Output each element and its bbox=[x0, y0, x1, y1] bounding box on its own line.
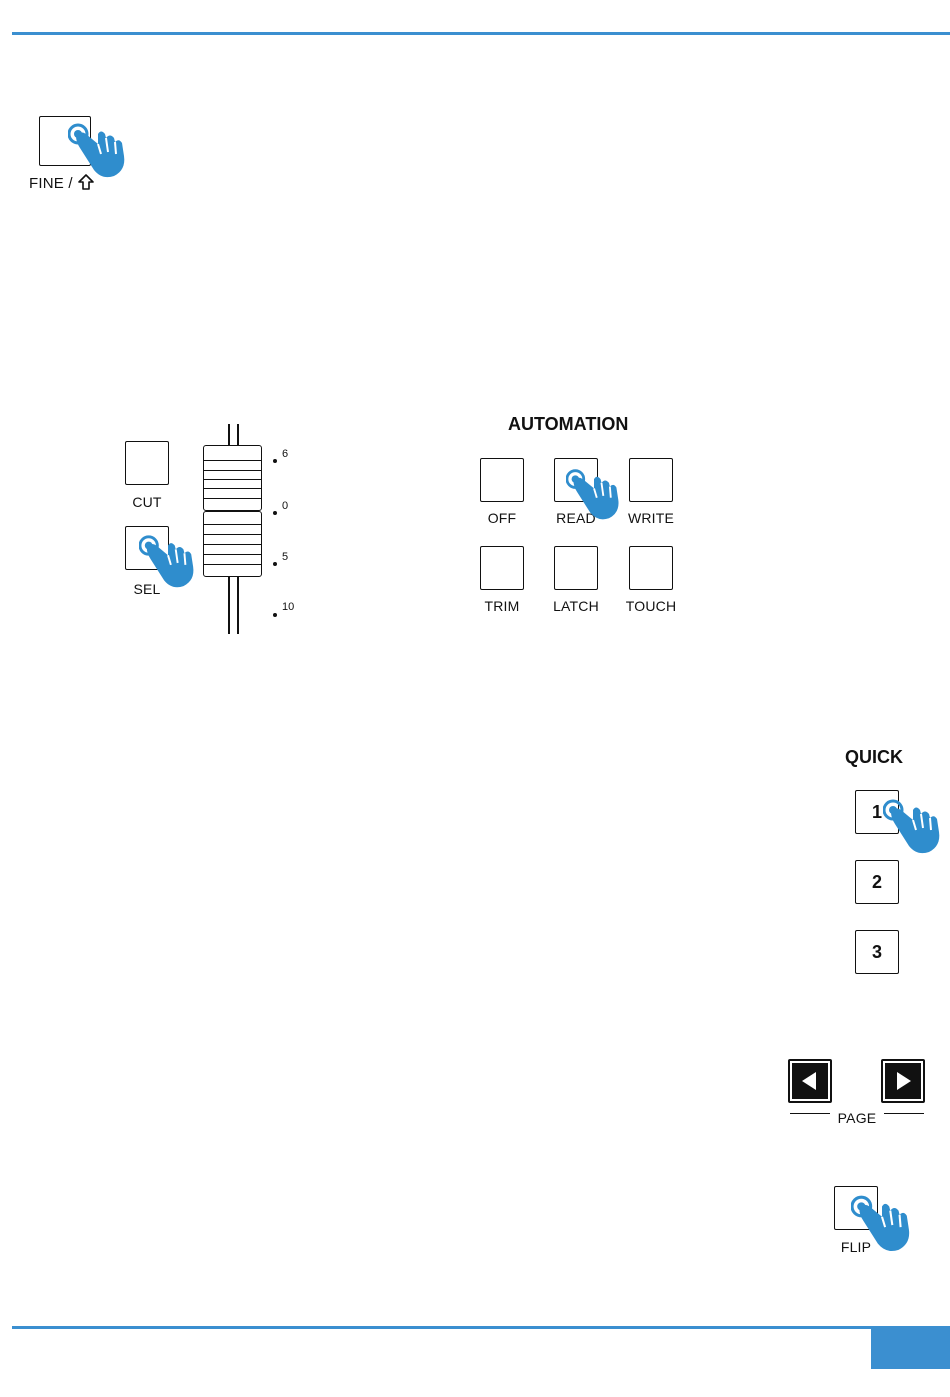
page-right-button[interactable] bbox=[881, 1059, 925, 1103]
automation-touch-button[interactable] bbox=[629, 546, 673, 590]
automation-off-label: OFF bbox=[472, 510, 532, 526]
fader-scale-label: 0 bbox=[282, 500, 288, 512]
quick-title: QUICK bbox=[845, 747, 903, 768]
left-arrow-icon bbox=[790, 1061, 830, 1101]
quick-2-button[interactable]: 2 bbox=[855, 860, 899, 904]
pointing-hand-icon bbox=[883, 796, 943, 856]
automation-trim-button[interactable] bbox=[480, 546, 524, 590]
top-rule bbox=[12, 32, 950, 35]
automation-title: AUTOMATION bbox=[508, 414, 628, 435]
fader-scale-label: 10 bbox=[282, 601, 294, 613]
fader-scale-label: 5 bbox=[282, 551, 288, 563]
cut-label: CUT bbox=[127, 494, 167, 510]
pointing-hand-icon bbox=[566, 466, 622, 522]
pointing-hand-icon bbox=[68, 120, 128, 180]
page-corner-block bbox=[871, 1329, 950, 1369]
fader-scale-dot bbox=[273, 459, 277, 463]
page-divider-right bbox=[884, 1113, 924, 1114]
fine-label: FINE / bbox=[29, 173, 95, 195]
page-label: PAGE bbox=[832, 1110, 882, 1126]
fader-scale-dot bbox=[273, 511, 277, 515]
sel-label: SEL bbox=[127, 581, 167, 597]
automation-write-button[interactable] bbox=[629, 458, 673, 502]
automation-off-button[interactable] bbox=[480, 458, 524, 502]
bottom-rule bbox=[12, 1326, 950, 1329]
page-divider-left bbox=[790, 1113, 830, 1114]
fader-cap-upper[interactable] bbox=[203, 445, 262, 511]
fine-label-text: FINE / bbox=[29, 175, 73, 192]
automation-write-label: WRITE bbox=[621, 510, 681, 526]
fader-scale-dot bbox=[273, 613, 277, 617]
fader-cap-lower[interactable] bbox=[203, 511, 262, 577]
quick-3-button[interactable]: 3 bbox=[855, 930, 899, 974]
fader-scale-label: 6 bbox=[282, 448, 288, 460]
automation-latch-label: LATCH bbox=[546, 598, 606, 614]
pointing-hand-icon bbox=[851, 1192, 913, 1254]
automation-latch-button[interactable] bbox=[554, 546, 598, 590]
fader-scale-dot bbox=[273, 562, 277, 566]
right-arrow-icon bbox=[883, 1061, 923, 1101]
automation-touch-label: TOUCH bbox=[615, 598, 687, 614]
shift-arrow-icon bbox=[77, 173, 95, 195]
page-left-button[interactable] bbox=[788, 1059, 832, 1103]
automation-trim-label: TRIM bbox=[472, 598, 532, 614]
cut-button[interactable] bbox=[125, 441, 169, 485]
